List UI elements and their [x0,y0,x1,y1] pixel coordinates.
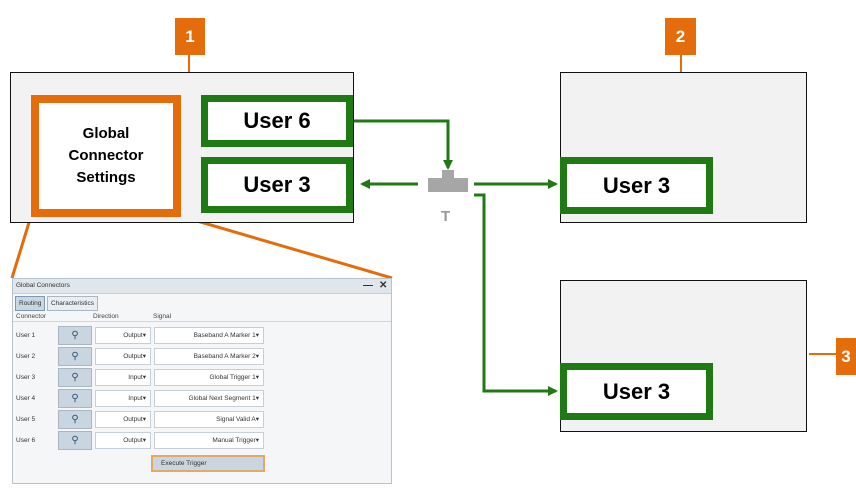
header-divider [13,321,391,322]
column-header-signal: Signal [153,313,172,320]
connector-name: User 1 [16,332,36,339]
signal-select[interactable]: Global Next Segment 1▾ [154,390,264,407]
global-connectors-dialog: Global Connectors — ✕ Routing Characteri… [12,278,392,484]
direction-select[interactable]: Output▾ [95,327,151,344]
dialog-title: Global Connectors [16,282,70,289]
settings-label-line-1: Global [82,125,130,142]
connector-name: User 2 [16,353,36,360]
table-row: User 3 ⚲ Input▾ Global Trigger 1▾ [13,368,391,388]
connector-name: User 3 [16,374,36,381]
tab-characteristics[interactable]: Characteristics [47,296,98,311]
signal-select[interactable]: Baseband A Marker 1▾ [154,327,264,344]
direction-select[interactable]: Output▾ [95,411,151,428]
close-icon[interactable]: ✕ [379,280,388,291]
connector-name: User 4 [16,395,36,402]
table-row: User 5 ⚲ Output▾ Signal Valid A▾ [13,410,391,430]
dialog-title-bar: Global Connectors — ✕ [13,279,391,294]
table-row: User 1 ⚲ Output▾ Baseband A Marker 1▾ [13,326,391,346]
tee-connector-icon [428,170,468,192]
tee-to-inst3-line [474,193,558,396]
callout-badge-2: 2 [665,18,696,55]
search-icon[interactable]: ⚲ [58,326,92,345]
table-row: User 6 ⚲ Output▾ Manual Trigger▾ [13,431,391,451]
tab-routing[interactable]: Routing [15,296,46,311]
signal-select[interactable]: Signal Valid A▾ [154,411,264,428]
search-icon[interactable]: ⚲ [58,347,92,366]
settings-label-line-3: Settings [76,169,136,186]
column-header-connector: Connector [16,313,46,320]
search-icon[interactable]: ⚲ [58,431,92,450]
signal-select[interactable]: Global Trigger 1▾ [154,369,264,386]
tee-label: T [441,208,451,225]
inst1-user6-connector: User 6 [201,95,353,147]
table-row: User 4 ⚲ Input▾ Global Next Segment 1▾ [13,389,391,409]
zoom-line-left [10,215,33,279]
search-icon[interactable]: ⚲ [58,410,92,429]
zoom-line-right [179,214,393,280]
inst2-user3-connector: User 3 [560,157,713,214]
execute-trigger-button[interactable]: Execute Trigger [151,455,265,472]
table-row: User 2 ⚲ Output▾ Baseband A Marker 2▾ [13,347,391,367]
settings-label-line-2: Connector [68,147,144,164]
search-icon[interactable]: ⚲ [58,389,92,408]
inst1-user3-connector: User 3 [201,157,353,213]
inst3-user3-connector: User 3 [560,363,713,420]
user6-to-tee-line [350,119,453,170]
direction-select[interactable]: Input▾ [95,369,151,386]
direction-select[interactable]: Input▾ [95,390,151,407]
callout-badge-1: 1 [175,18,205,55]
signal-select[interactable]: Baseband A Marker 2▾ [154,348,264,365]
connector-name: User 6 [16,437,36,444]
callout-badge-3: 3 [836,338,856,375]
global-connector-settings-box[interactable]: Global Connector Settings [31,95,181,217]
search-icon[interactable]: ⚲ [58,368,92,387]
direction-select[interactable]: Output▾ [95,348,151,365]
column-header-direction: Direction [93,313,119,320]
minimize-icon[interactable]: — [363,280,373,291]
direction-select[interactable]: Output▾ [95,432,151,449]
signal-select[interactable]: Manual Trigger▾ [154,432,264,449]
connector-name: User 5 [16,416,36,423]
